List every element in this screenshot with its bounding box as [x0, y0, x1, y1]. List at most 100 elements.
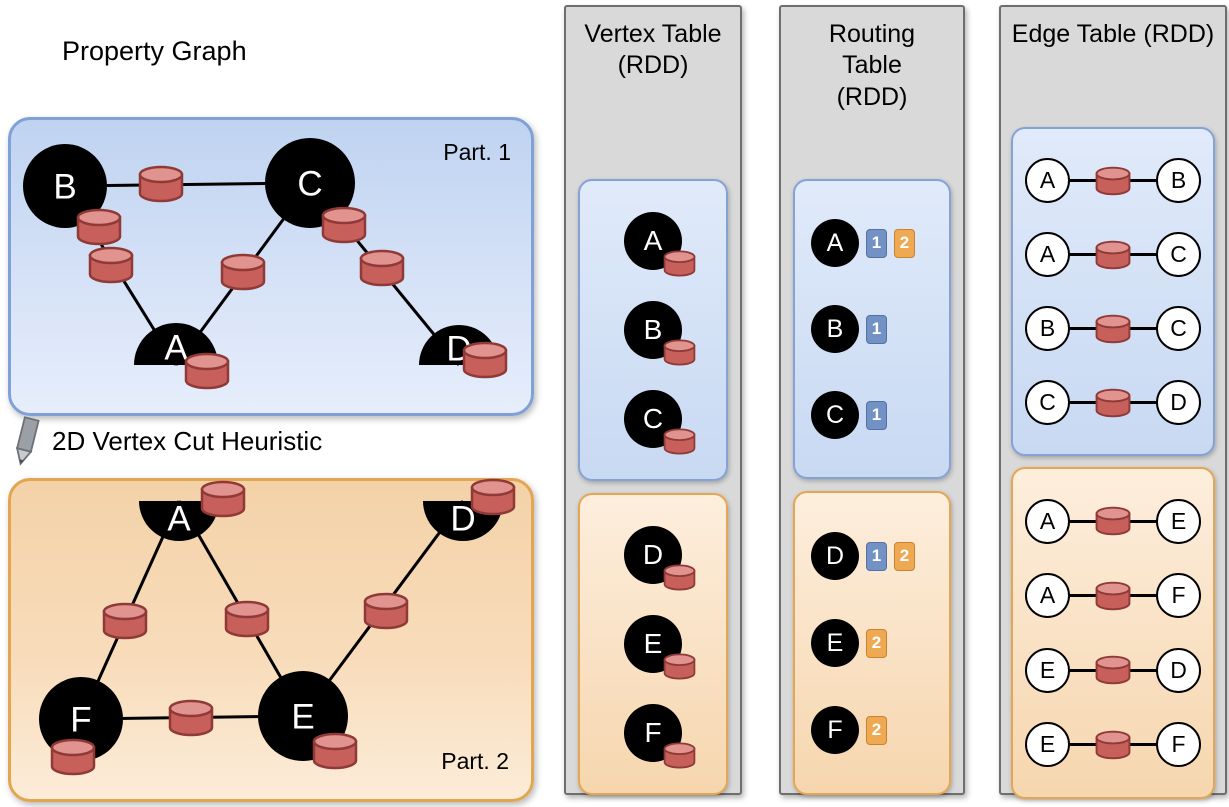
edge-table-part1-group: A B A C B C C D	[1011, 127, 1215, 456]
edge-src-vertex: B	[1025, 306, 1070, 351]
edge-dst-vertex: D	[1156, 380, 1201, 425]
edge-property-cylinder-icon	[1095, 506, 1131, 536]
property-cylinder-icon	[663, 250, 696, 277]
property-cylinder-icon	[663, 339, 696, 366]
routing-entry: E 2	[811, 619, 933, 667]
edge-table-column: Edge Table (RDD) A B A C B C	[999, 5, 1227, 799]
routing-table-column: Routing Table (RDD) A 1 2 B 1 C 1	[779, 5, 965, 795]
vertex-B-label: B	[53, 168, 76, 207]
heuristic-caption: 2D Vertex Cut Heuristic	[52, 426, 323, 456]
edge-property-cylinder-icon	[1095, 314, 1131, 343]
vertex-property-cylinder-icon	[50, 738, 96, 776]
edge-entry: B C	[1013, 306, 1213, 351]
vertex-label: D	[825, 541, 845, 570]
partition-1-badge: 1	[866, 228, 887, 258]
vertex-circle: F	[811, 706, 859, 754]
edge-src-vertex: C	[1025, 380, 1070, 425]
edge-src-vertex: A	[1025, 573, 1070, 619]
partition-2-label: Part. 2	[441, 748, 509, 774]
edge-property-cylinder-icon	[138, 165, 184, 203]
partition-1-badge: 1	[866, 541, 887, 571]
edge-dst-vertex: E	[1156, 498, 1201, 544]
edge-property-cylinder-icon	[168, 699, 214, 737]
edge-dst-vertex: D	[1156, 647, 1201, 693]
edge-property-cylinder-icon	[102, 602, 148, 640]
partition-2-badge: 2	[866, 715, 887, 745]
routing-table-part1-group: A 1 2 B 1 C 1	[793, 179, 951, 479]
partition-2-box: A D F E Part. 2	[8, 478, 534, 802]
partition-2-badge: 2	[894, 541, 915, 571]
edge-src-vertex: A	[1025, 158, 1070, 203]
edge-property-cylinder-icon	[224, 600, 270, 638]
partition-2-badge: 2	[866, 628, 887, 658]
vertex-F-label: F	[70, 701, 91, 740]
vertex-property-cylinder-icon	[184, 352, 230, 390]
routing-entry: D 1 2	[811, 532, 933, 580]
routing-entry: C 1	[811, 391, 933, 439]
vertex-label: E	[826, 628, 844, 657]
vertex-label: B	[643, 314, 663, 345]
edge-dst-vertex: C	[1156, 232, 1201, 277]
vertex-table-part1-group: A B C	[578, 179, 728, 481]
vertex-table-part2-group: D E F	[578, 493, 728, 795]
edge-property-cylinder-icon	[1095, 166, 1131, 195]
edge-property-cylinder-icon	[1095, 581, 1131, 610]
edge-entry: E F	[1013, 722, 1213, 768]
edge-property-cylinder-icon	[220, 253, 266, 291]
vertex-label: A	[826, 228, 844, 257]
edge-dst-vertex: B	[1156, 158, 1201, 203]
vertex-label: F	[827, 715, 843, 744]
edge-table-title: Edge Table (RDD)	[1011, 20, 1215, 48]
vertex-entry: C	[624, 390, 696, 455]
property-cylinder-icon	[663, 428, 696, 455]
vertex-label: C	[642, 403, 664, 434]
vertex-property-cylinder-icon	[462, 341, 508, 379]
partition-1-graph: B C A D Part. 1	[23, 138, 511, 390]
routing-entry: B 1	[811, 305, 933, 353]
edge-table-part2-group: A E A F E D E F	[1011, 467, 1215, 799]
partition-1-badge: 1	[866, 400, 887, 430]
vertex-entry: F	[624, 704, 696, 769]
vertex-table-title: Vertex Table (RDD)	[584, 20, 722, 80]
pencil-icon	[15, 416, 40, 466]
edge-property-cylinder-icon	[363, 592, 409, 630]
property-cylinder-icon	[663, 564, 696, 591]
vertex-entry: A	[624, 212, 696, 277]
vertex-B	[23, 144, 107, 228]
edge-src-vertex: E	[1025, 722, 1070, 768]
partition-2-graph: A D F E Part. 2	[39, 478, 516, 776]
edge-src-vertex: A	[1025, 498, 1070, 544]
partition-1-box: B C A D Part. 1	[8, 117, 534, 416]
vertex-label: B	[826, 314, 844, 343]
vertex-circle: E	[624, 615, 682, 673]
vertex-E-label: E	[291, 698, 314, 737]
routing-table-title: Routing Table (RDD)	[828, 20, 916, 111]
vertex-circle: D	[624, 526, 682, 584]
vertex-property-cylinder-icon	[470, 478, 516, 516]
vertex-C-label: C	[297, 165, 322, 204]
edge-property-cylinder-icon	[359, 249, 405, 287]
edge-entry: C D	[1013, 380, 1213, 425]
vertex-circle: E	[811, 619, 859, 667]
partition-1-badge: 1	[866, 314, 887, 344]
vertex-label: A	[643, 225, 663, 256]
vertex-property-cylinder-icon	[76, 208, 122, 246]
property-cylinder-icon	[663, 742, 696, 769]
edge-entry: A B	[1013, 158, 1213, 203]
routing-entry: F 2	[811, 706, 933, 754]
partition-1-label: Part. 1	[443, 139, 511, 165]
vertex-label: C	[825, 400, 845, 429]
vertex-circle: D	[811, 532, 859, 580]
edge-property-cylinder-icon	[1095, 388, 1131, 417]
vertex-circle: B	[811, 305, 859, 353]
edge-entry: A F	[1013, 573, 1213, 619]
page-title: Property Graph	[62, 36, 247, 66]
edge-property-cylinder-icon	[1095, 655, 1131, 685]
edge-src-vertex: A	[1025, 232, 1070, 277]
edge-property-cylinder-icon	[1095, 240, 1131, 269]
routing-table-part2-group: D 1 2 E 2 F 2	[793, 491, 951, 795]
vertex-A-label: A	[164, 329, 188, 368]
routing-entry: A 1 2	[811, 219, 933, 267]
edge-dst-vertex: F	[1156, 573, 1201, 619]
vertex-entry: E	[624, 615, 696, 680]
